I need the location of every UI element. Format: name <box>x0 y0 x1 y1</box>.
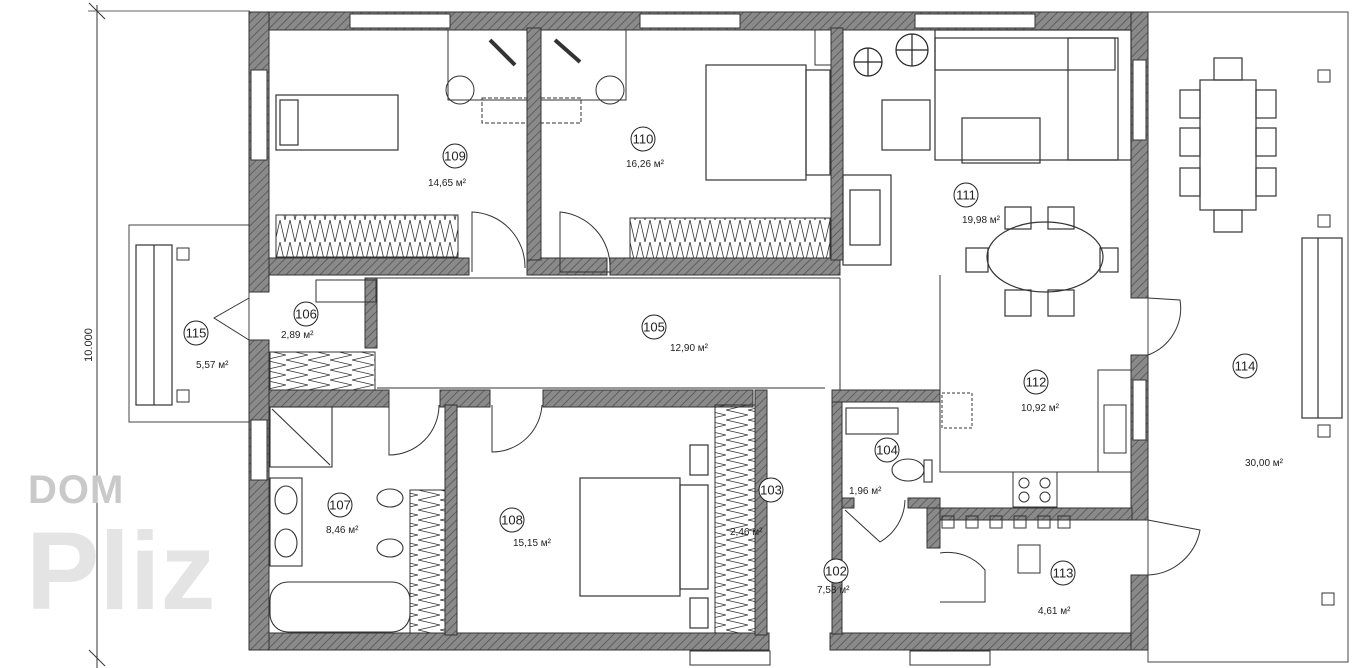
room-105: 105 12,90 м² <box>641 314 709 354</box>
room-area: 10,92 м² <box>1021 403 1060 414</box>
room-area: 4,61 м² <box>1038 606 1071 617</box>
room-112: 112 10,92 м² <box>1021 369 1060 414</box>
room-115: 115 5,57 м² <box>183 320 229 371</box>
hall-105 <box>315 277 841 390</box>
room-marker <box>293 301 319 327</box>
posts <box>176 69 1335 606</box>
room-area: 2,46 м² <box>730 527 763 538</box>
room-114: 114 30,00 м² <box>1232 353 1284 469</box>
room-107: 107 8,46 м² <box>326 492 359 536</box>
room-number: 113 <box>1053 566 1074 581</box>
wc-104 <box>845 407 933 483</box>
room-marker <box>630 126 656 152</box>
room-103: 103 2,46 м² <box>730 477 784 538</box>
bench-114 <box>1301 237 1343 419</box>
kitchen-112 <box>939 275 1132 508</box>
room-number: 110 <box>633 132 654 147</box>
room-area: 2,89 м² <box>281 330 314 341</box>
room-marker <box>327 492 353 518</box>
room-113: 113 4,61 м² <box>1038 560 1076 617</box>
room-area: 1,96 м² <box>849 486 882 497</box>
room-area: 14,65 м² <box>428 178 467 189</box>
room-number: 111 <box>956 188 976 203</box>
room-108: 108 15,15 м² <box>499 507 552 549</box>
room-marker <box>183 320 209 346</box>
room-marker <box>442 143 468 169</box>
room-area: 5,57 м² <box>196 360 229 371</box>
plants-icon <box>853 33 929 77</box>
outer-walls <box>248 11 1149 651</box>
room-111: 111 19,98 м² <box>953 182 1001 226</box>
room-marker <box>641 314 667 340</box>
room-area: 12,90 м² <box>670 343 709 354</box>
room-number: 103 <box>760 483 782 498</box>
dimension-label: 10.000 <box>83 328 95 362</box>
room-area: 19,98 м² <box>962 215 1001 226</box>
room-number: 106 <box>295 307 317 322</box>
room-marker <box>499 507 525 533</box>
room-number: 105 <box>643 320 665 335</box>
room-area: 8,46 м² <box>326 525 359 536</box>
room-number: 108 <box>501 513 523 528</box>
dining-table-114 <box>1179 57 1277 233</box>
room-area: 30,00 м² <box>1245 458 1284 469</box>
room-area: 15,15 м² <box>513 538 552 549</box>
room-110: 110 16,26 м² <box>626 126 665 170</box>
bed-108 <box>579 444 709 629</box>
room-marker <box>1023 369 1049 395</box>
windows <box>250 13 1147 666</box>
sofa-111 <box>842 29 1132 266</box>
room-number: 104 <box>876 443 898 458</box>
room-106: 106 2,89 м² <box>281 301 319 341</box>
room-marker <box>953 182 979 208</box>
terrace-114 <box>1147 11 1349 663</box>
dimension-line <box>88 2 250 668</box>
room-number: 115 <box>186 326 207 341</box>
dining-table-111 <box>965 206 1119 317</box>
desk-109 <box>445 29 528 124</box>
room-104: 104 1,96 м² <box>849 437 900 497</box>
room-marker <box>1050 560 1076 586</box>
wardrobe-110 <box>629 217 831 259</box>
room-area: 16,26 м² <box>626 159 665 170</box>
room-109: 109 14,65 м² <box>428 143 468 189</box>
desk-110 <box>540 29 832 124</box>
door-swings <box>213 211 1201 603</box>
room-marker <box>823 558 849 584</box>
room-102: 102 7,58 м² <box>817 558 850 596</box>
bathroom-107 <box>269 406 411 633</box>
bed-109 <box>275 94 399 151</box>
laundry-113 <box>941 515 1071 574</box>
wardrobe-106 <box>269 351 376 391</box>
room-marker <box>758 477 784 503</box>
room-number: 107 <box>329 498 351 513</box>
room-number: 112 <box>1026 375 1047 390</box>
room-marker <box>874 437 900 463</box>
terrace-115 <box>128 224 250 423</box>
room-number: 114 <box>1235 359 1256 374</box>
wardrobe-107 <box>409 489 446 634</box>
room-marker <box>1232 353 1258 379</box>
wardrobe-109 <box>275 214 459 258</box>
room-number: 109 <box>444 149 466 164</box>
room-area: 7,58 м² <box>817 585 850 596</box>
inner-walls <box>268 27 1133 636</box>
wardrobe-103 <box>714 404 756 634</box>
bench-115 <box>135 244 173 406</box>
bed-110 <box>705 64 831 181</box>
room-number: 102 <box>825 564 847 579</box>
